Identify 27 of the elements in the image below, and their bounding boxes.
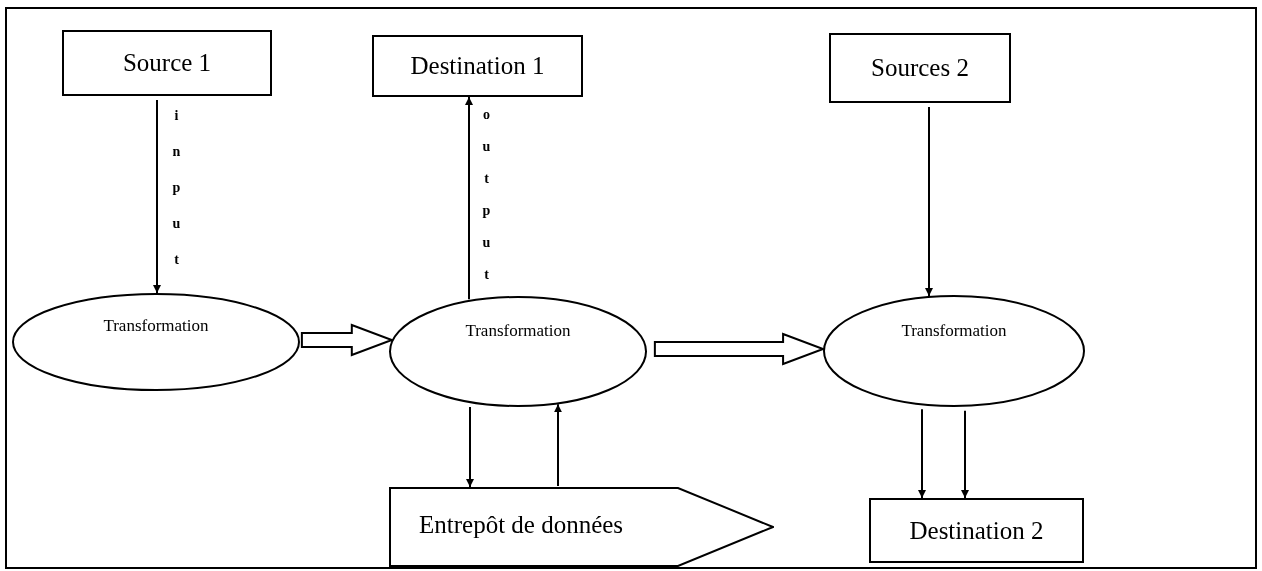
process-box <box>869 498 1084 563</box>
arrow <box>554 403 562 487</box>
node-label: Entrepôt de données <box>419 510 624 540</box>
arrow <box>465 96 473 301</box>
node-label: Destination 1 <box>410 51 545 82</box>
process-ellipse <box>389 296 647 407</box>
node-label: Source 1 <box>122 48 212 79</box>
node-label: Destination 2 <box>909 515 1044 546</box>
data-store-shape <box>389 487 774 567</box>
node-label: Transformation <box>102 314 210 336</box>
process-box <box>62 30 272 96</box>
block-arrow <box>300 323 395 357</box>
edge-label: output <box>482 106 491 284</box>
block-arrow <box>653 332 826 366</box>
process-box <box>372 35 583 97</box>
arrow <box>925 106 933 298</box>
node-label: Transformation <box>900 319 1008 341</box>
process-ellipse <box>823 295 1085 407</box>
edge-label: input <box>172 107 181 269</box>
arrow <box>918 408 926 499</box>
arrow <box>466 406 474 488</box>
node-label: Sources 2 <box>871 53 969 84</box>
process-box <box>829 33 1011 103</box>
arrow <box>153 99 161 294</box>
process-ellipse <box>12 293 300 391</box>
node-label: Transformation <box>464 320 572 342</box>
arrow <box>961 409 969 499</box>
